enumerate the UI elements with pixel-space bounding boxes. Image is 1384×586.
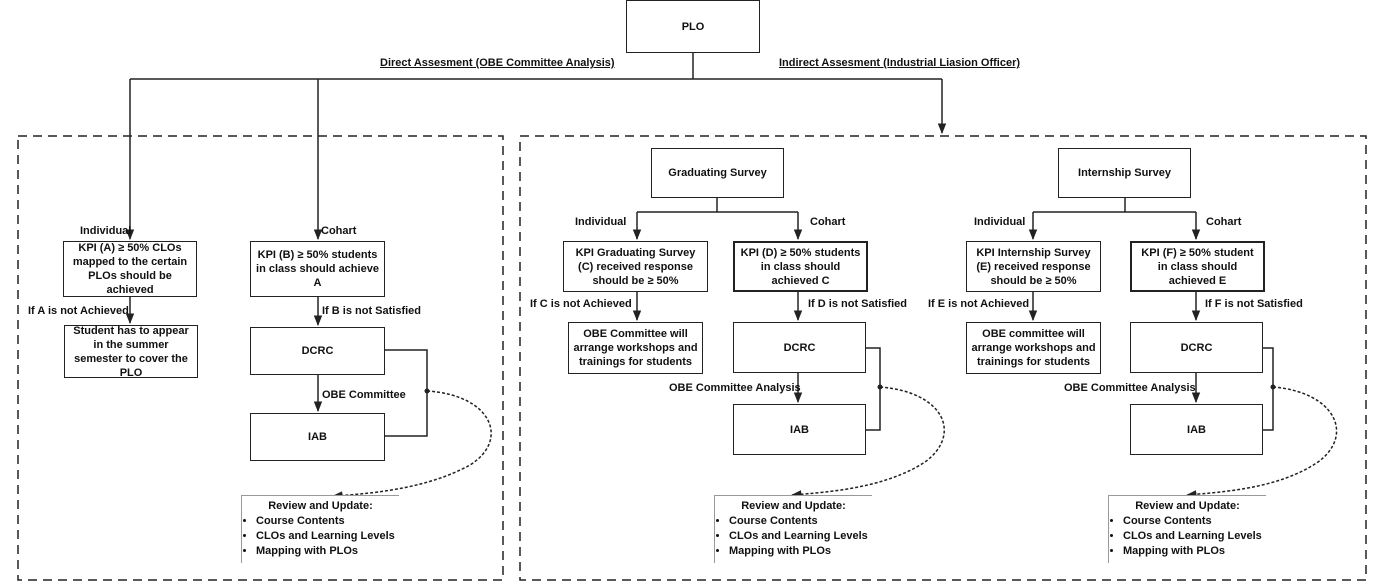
direct-review-panel: Review and Update: Course Contents CLOs … [241,495,399,563]
graduating-survey-box: Graduating Survey [651,148,784,198]
intern-individual-label: Individual [974,216,1026,228]
indirect-assessment-label: Indirect Assesment (Industrial Liasion O… [779,57,1021,69]
direct-cohort-label: Cohart [321,225,357,237]
review-title: Review and Update: [268,500,373,512]
if-f-label: If F is not Satisfied [1205,298,1303,310]
indirect-container [519,135,1367,581]
kpi-e-box: KPI Internship Survey (E) received respo… [966,241,1101,292]
if-a-label: If A is not Achieved [28,305,129,317]
intern-junction-dot [1270,384,1276,390]
grad-review-panel: Review and Update: Course Contents CLOs … [714,495,872,563]
review-item: CLOs and Learning Levels [256,529,395,544]
grad-review-curve [790,386,945,499]
grad-iab-box: IAB [733,404,866,455]
intern-cohort-label: Cohart [1206,216,1242,228]
direct-junction-dot [424,388,430,394]
if-c-label: If C is not Achieved [530,298,632,310]
intern-workshop-box: OBE committee will arrange workshops and… [966,322,1101,374]
review-item: CLOs and Learning Levels [1123,529,1262,544]
review-item: Course Contents [256,514,395,529]
kpi-c-box: KPI Graduating Survey (C) received respo… [563,241,708,292]
review-item: CLOs and Learning Levels [729,529,868,544]
if-e-label: If E is not Achieved [928,298,1030,310]
direct-container [17,135,504,581]
direct-individual-label: Individual [80,225,132,237]
grad-dcrc-box: DCRC [733,322,866,373]
grad-feedback-bracket [866,347,881,431]
direct-review-curve [331,390,492,500]
kpi-a-box: KPI (A) ≥ 50% CLOs mapped to the certain… [63,241,197,297]
if-d-label: If D is not Satisfied [808,298,908,310]
intern-iab-box: IAB [1130,404,1263,455]
grad-obe-label: OBE Committee Analysis [669,382,801,394]
internship-survey-box: Internship Survey [1058,148,1191,198]
direct-iab-box: IAB [250,413,385,461]
grad-workshop-box: OBE Committee will arrange workshops and… [568,322,703,374]
intern-review-panel: Review and Update: Course Contents CLOs … [1108,495,1266,563]
review-item: Mapping with PLOs [256,544,395,559]
kpi-f-box: KPI (F) ≥ 50% student in class should ac… [1130,241,1265,292]
intern-review-curve [1185,386,1338,499]
review-item: Course Contents [1123,514,1262,529]
intern-obe-label: OBE Committee Analysis [1064,382,1196,394]
if-b-label: If B is not Satisfied [322,305,422,317]
plo-box: PLO [626,0,760,53]
review-list: Course Contents CLOs and Learning Levels… [719,514,868,559]
review-title: Review and Update: [741,500,846,512]
review-item: Course Contents [729,514,868,529]
review-list: Course Contents CLOs and Learning Levels… [246,514,395,559]
kpi-b-box: KPI (B) ≥ 50% students in class should a… [250,241,385,297]
review-item: Mapping with PLOs [729,544,868,559]
intern-dcrc-box: DCRC [1130,322,1263,373]
review-list: Course Contents CLOs and Learning Levels… [1113,514,1262,559]
grad-cohort-label: Cohart [810,216,846,228]
direct-obe-label: OBE Committee [322,389,406,401]
grad-junction-dot [877,384,883,390]
review-title: Review and Update: [1135,500,1240,512]
kpi-d-box: KPI (D) ≥ 50% students in class should a… [733,241,868,292]
direct-dcrc-box: DCRC [250,327,385,375]
direct-assessment-label: Direct Assesment (OBE Committee Analysis… [380,57,615,69]
grad-individual-label: Individual [575,216,627,228]
summer-semester-box: Student has to appear in the summer seme… [64,325,198,379]
review-item: Mapping with PLOs [1123,544,1262,559]
